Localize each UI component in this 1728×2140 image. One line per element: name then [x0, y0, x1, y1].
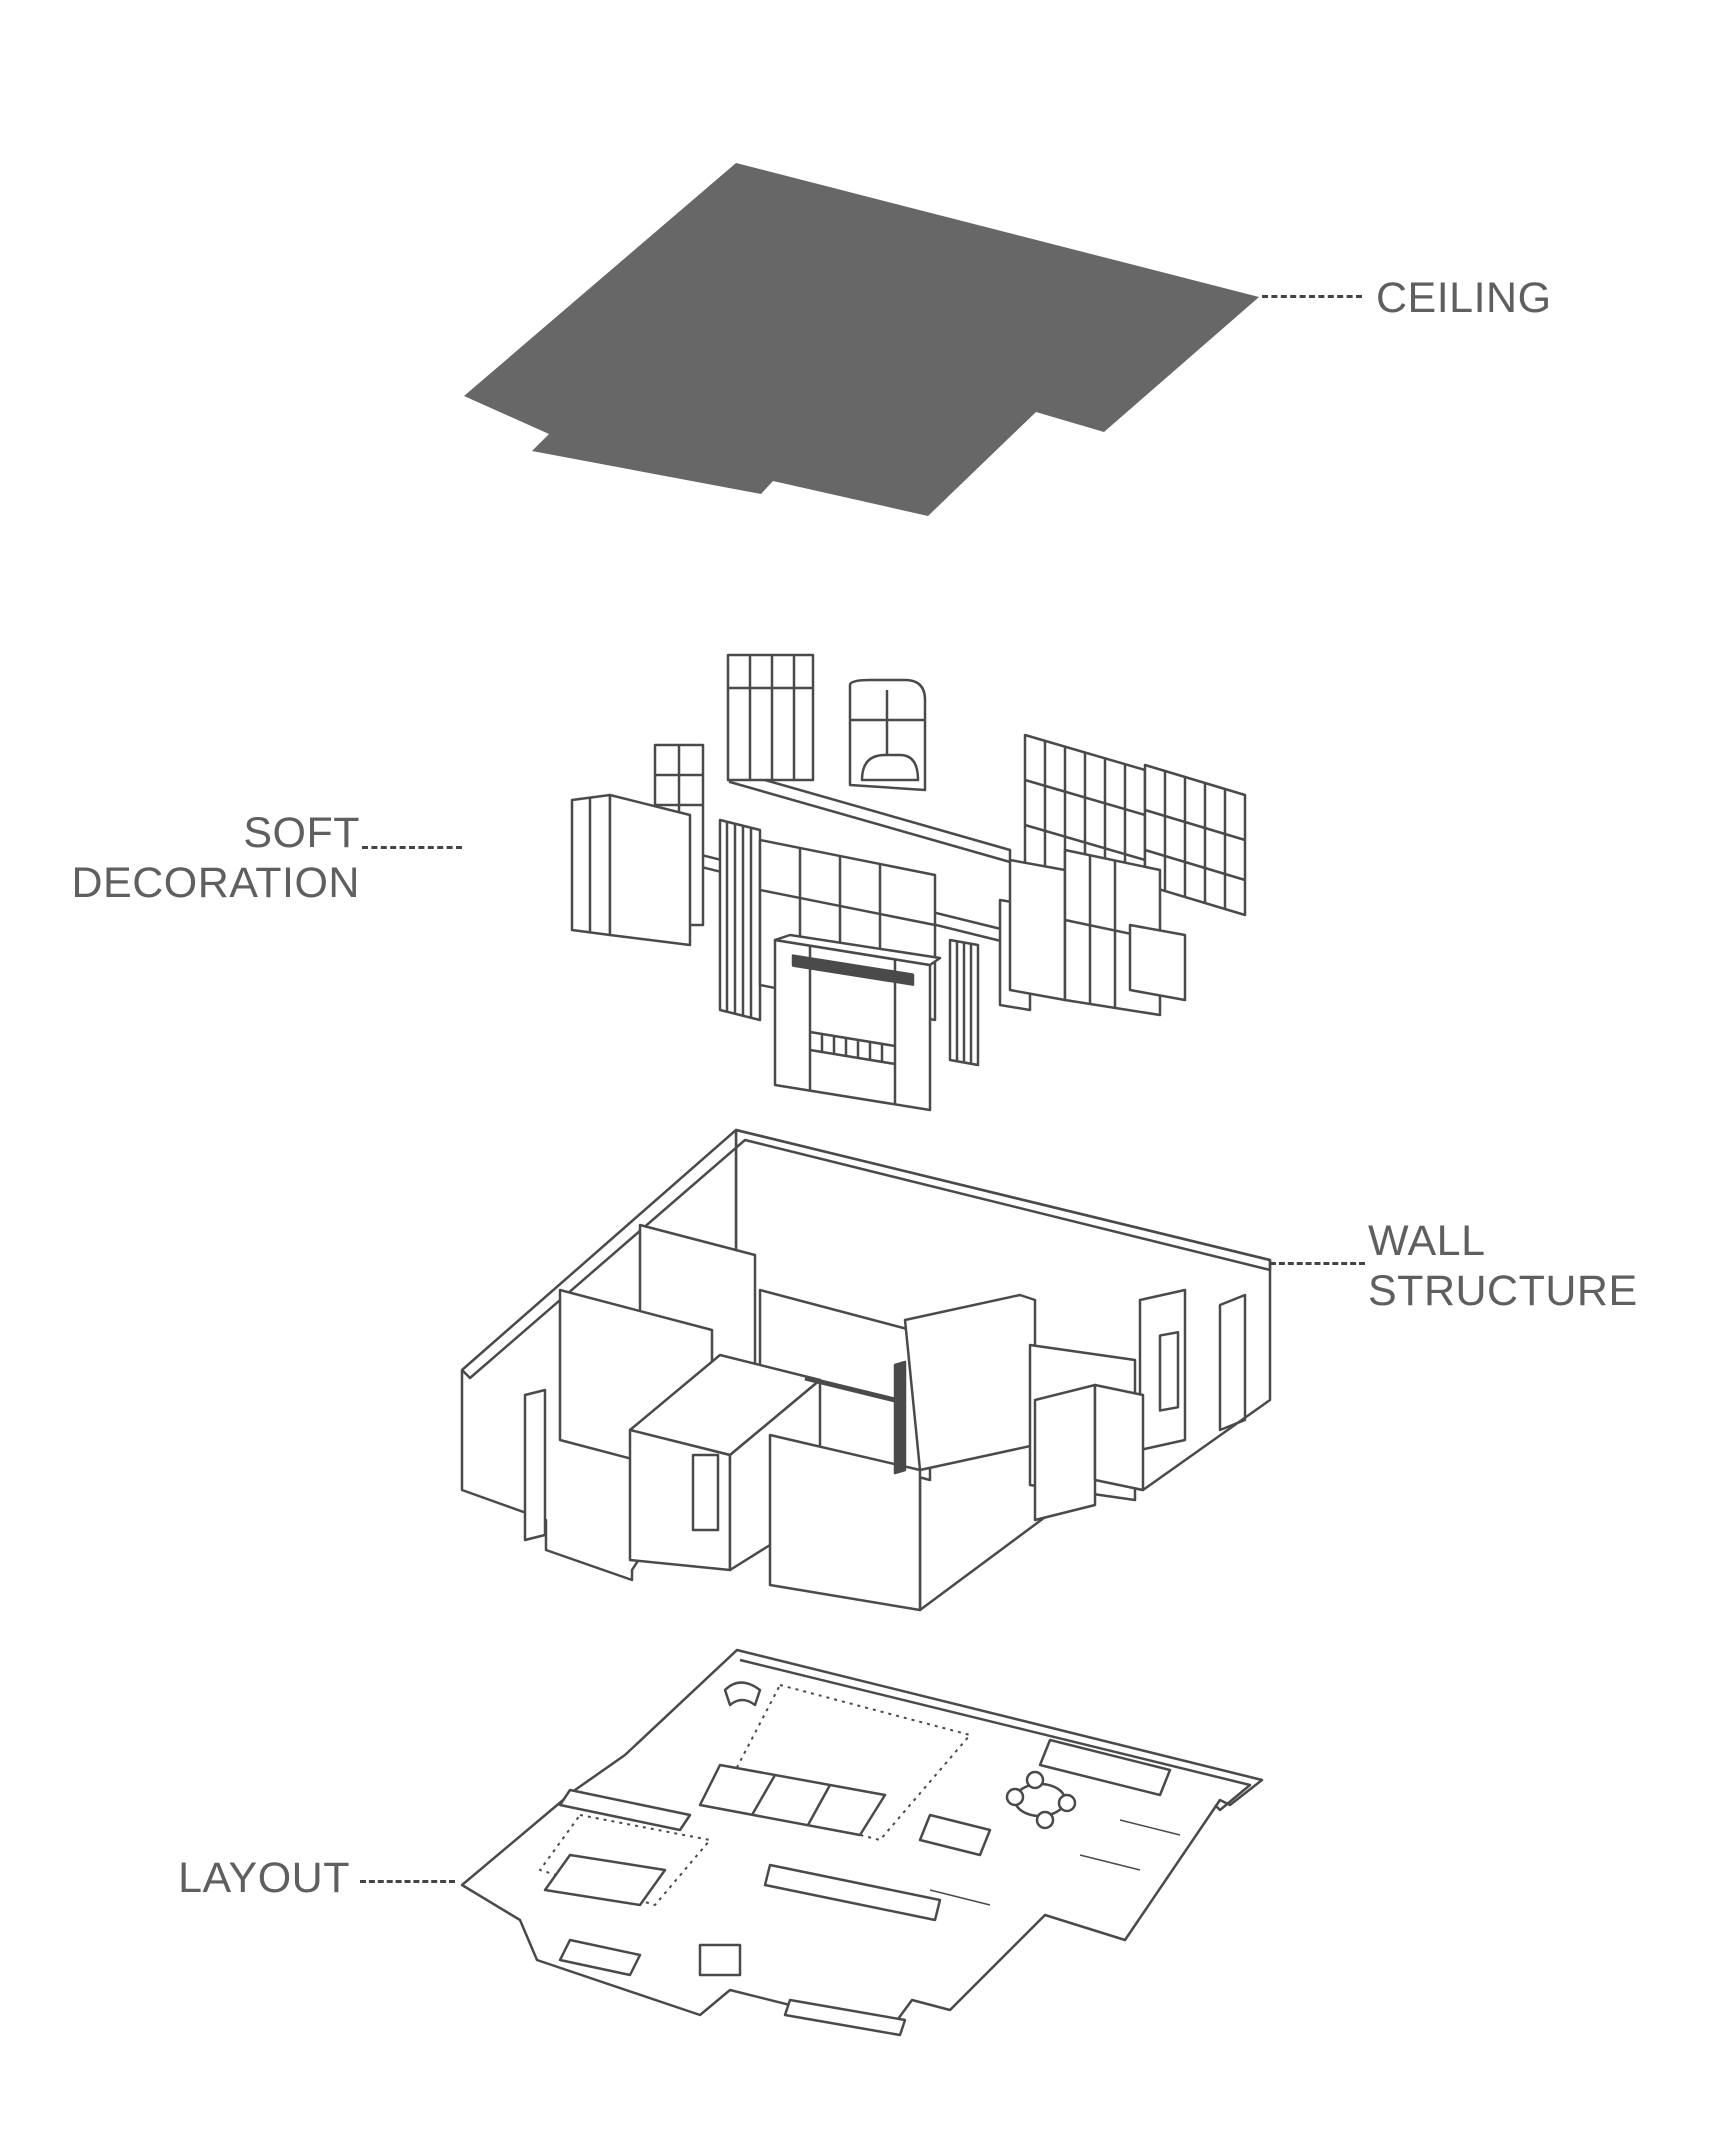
front-wardrobe [773, 933, 942, 1112]
lounge-chair [723, 1681, 762, 1707]
ceiling-slab [464, 163, 1259, 516]
bed [543, 1853, 667, 1907]
layout-label-line-1: LAYOUT [178, 1854, 350, 1902]
tall-door-right [1218, 1293, 1247, 1432]
wardrobe-grid [809, 1030, 896, 1066]
soft-decoration-label-line-1: SOFT [243, 809, 360, 857]
dining-chair-2 [1057, 1793, 1077, 1813]
slat-partition [718, 818, 762, 1022]
layout-layer [460, 1648, 1264, 2037]
kitchen-counter [918, 1813, 992, 1857]
wardrobe-left [570, 793, 692, 947]
soft-decoration-label: SOFT DECORATION [72, 808, 361, 908]
right-cabinet [1038, 1738, 1172, 1797]
wall-top-outline [461, 1128, 1272, 1380]
kitchen-cabinets [1008, 848, 1187, 1017]
column-left [523, 1388, 547, 1542]
wall-structure-leader-line [1270, 1262, 1365, 1265]
wall-structure-label-line-1: WALL [1368, 1217, 1486, 1265]
closet-top [558, 1788, 692, 1832]
dining-chair-4 [1035, 1810, 1055, 1830]
shelving-far-right [1143, 763, 1247, 917]
corridor-shelf [763, 1863, 942, 1922]
window-front [691, 1453, 720, 1532]
soft-decoration-label-line-2: DECORATION [71, 859, 360, 907]
dining-chair-3 [1025, 1770, 1045, 1790]
soft-decoration-layer [570, 653, 1247, 1112]
layout-leader-line [360, 1880, 455, 1883]
layout-details [929, 1819, 1181, 1906]
ceiling-label: CEILING [1376, 273, 1552, 323]
sofa-divider-2 [806, 1784, 832, 1826]
wardrobe-top-left [726, 653, 815, 782]
arched-cabinet [848, 678, 927, 792]
wall-dark-edge [804, 1375, 896, 1403]
wall-structure-layer [460, 1128, 1272, 1612]
layout-label: LAYOUT [178, 1853, 350, 1903]
sofa-divider-1 [750, 1774, 777, 1816]
bed-bench [558, 1938, 642, 1977]
window-right [1158, 1331, 1180, 1412]
bedroom-rug [539, 1814, 711, 1906]
living-rug [719, 1684, 971, 1841]
layout-outline [460, 1648, 1264, 2032]
ceiling-leader-line [1262, 295, 1362, 298]
ceiling-label-line-1: CEILING [1376, 274, 1552, 322]
column-mid [893, 1360, 907, 1475]
bath-fixture [698, 1943, 742, 1977]
layout-inner-outline [739, 1658, 1252, 1812]
wall-structure-label: WALL STRUCTURE [1368, 1216, 1638, 1316]
slat-panel-right [948, 938, 980, 1067]
right-wing [1033, 1383, 1097, 1522]
corridor-shelf-2 [783, 1998, 907, 2037]
wall-structure-label-line-2: STRUCTURE [1368, 1267, 1638, 1315]
front-lower-wall [768, 1433, 922, 1612]
ceiling-layer [464, 163, 1259, 516]
soft-decoration-leader-line [362, 846, 462, 849]
dining-chair-1 [1005, 1787, 1025, 1807]
interior-wall-4 [903, 1293, 1037, 1472]
right-wing-2 [1093, 1383, 1145, 1492]
